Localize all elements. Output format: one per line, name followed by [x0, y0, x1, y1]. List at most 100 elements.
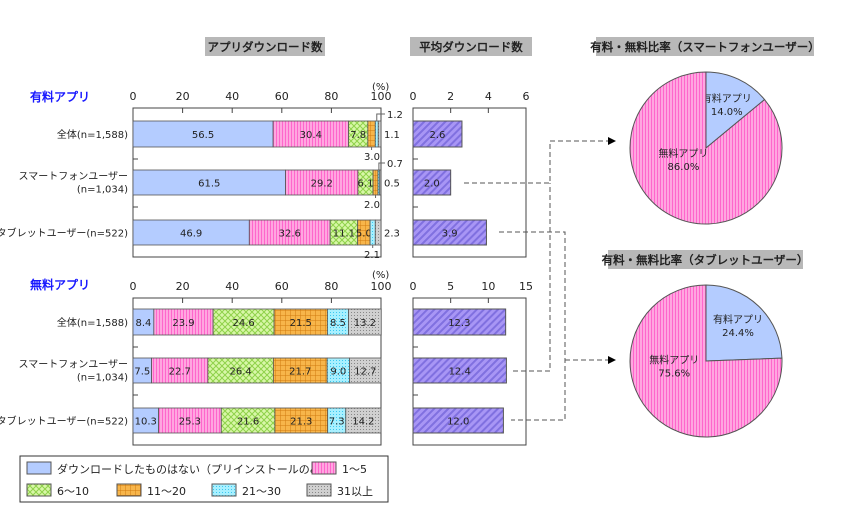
category-label: スマートフォンユーザー	[19, 359, 129, 371]
bar-segment-1	[285, 169, 359, 196]
category-label: (n=1,034)	[77, 185, 128, 196]
data-label: 46.9	[180, 229, 202, 240]
pie-smartphone-title: 有料・無料比率（スマートフォンユーザー）	[590, 40, 819, 54]
data-label: 25.3	[179, 417, 201, 428]
connector-smartphone	[464, 137, 616, 184]
x-tick-label: 0	[130, 90, 137, 103]
pie-value-label: 24.4%	[722, 328, 754, 339]
bar-segment-1	[151, 357, 209, 384]
connector-tablet	[499, 231, 566, 421]
avg-data-label: 12.0	[447, 417, 469, 428]
download-count-title: アプリダウンロード数	[208, 40, 323, 54]
data-label: 3.0	[364, 152, 380, 163]
data-label: 14.2	[352, 417, 374, 428]
data-label: 30.4	[300, 130, 322, 141]
x-tick-label: 20	[176, 280, 190, 293]
bar-segment-5	[374, 219, 382, 246]
data-label: 56.5	[192, 130, 214, 141]
average-title: 平均ダウンロード数	[419, 40, 523, 54]
pie-value-label: 86.0%	[668, 162, 700, 173]
avg-data-label: 2.0	[424, 179, 440, 190]
legend-entry: 6～10	[57, 485, 89, 498]
data-label: 1.2	[387, 110, 403, 121]
category-label: タブレットユーザー(n=522)	[0, 227, 128, 240]
bar-segment-0	[132, 407, 159, 434]
avg-bar	[412, 407, 504, 434]
x-tick-label: 60	[275, 90, 289, 103]
connector-smartphone-free	[513, 183, 551, 372]
avg-bar	[412, 120, 463, 148]
data-label: 26.4	[229, 367, 251, 378]
bar-segment-1	[248, 219, 331, 246]
data-label: 11.1	[333, 229, 355, 240]
legend-swatch	[26, 461, 52, 475]
avg-bar	[412, 219, 487, 246]
leader-line	[378, 162, 385, 170]
legend-entry: 1～5	[342, 463, 367, 476]
x-tick-label: 60	[275, 280, 289, 293]
data-label: 22.7	[169, 367, 191, 378]
x-tick-label: 4	[485, 90, 492, 103]
bar-segment-4	[374, 120, 379, 148]
bar-segment-2	[220, 407, 276, 434]
bar-segment-3	[273, 308, 328, 336]
x-tick-label: 20	[176, 90, 190, 103]
average-title-bg	[410, 37, 532, 56]
bar-segment-2	[207, 357, 274, 384]
data-label: 0.5	[384, 179, 400, 190]
data-label: 7.8	[350, 130, 366, 141]
avg-bar	[412, 169, 452, 196]
data-label: 29.2	[311, 179, 333, 190]
data-label: 0.7	[387, 159, 403, 170]
unit-label-paid: (%)	[372, 82, 389, 93]
bar-segment-4	[369, 219, 376, 246]
bar-segment-0	[132, 169, 286, 196]
data-label: 2.0	[364, 200, 380, 211]
data-label: 2.1	[364, 250, 380, 261]
data-label: 23.9	[172, 318, 194, 329]
x-tick-label: 100	[371, 280, 392, 293]
category-label: 全体(n=1,588)	[57, 128, 128, 141]
pie-smartphone-title-bg	[596, 37, 814, 56]
data-label: 21.3	[290, 417, 312, 428]
x-tick-label: 2	[447, 90, 454, 103]
x-tick-label: 5	[447, 280, 454, 293]
data-label: 1.1	[384, 130, 400, 141]
avg-bar	[412, 357, 507, 384]
pie-value-label: 14.0%	[711, 107, 743, 118]
pie-tablet-title-bg	[608, 250, 803, 269]
bar-segment-5	[379, 169, 382, 196]
x-tick-label: 10	[481, 280, 495, 293]
x-tick-label: 80	[324, 280, 338, 293]
data-label: 21.6	[237, 417, 259, 428]
data-label: 61.5	[198, 179, 220, 190]
avg-data-label: 12.4	[449, 367, 471, 378]
x-tick-label: 0	[410, 280, 417, 293]
data-label: 7.3	[329, 417, 345, 428]
legend-entry: ダウンロードしたものはない（プリインストールのみ）	[57, 462, 332, 476]
legend-swatch	[26, 483, 52, 497]
pie-label: 無料アプリ	[658, 147, 708, 160]
pie-slice	[705, 71, 766, 150]
legend-swatch	[116, 483, 142, 497]
bar-segment-5	[377, 120, 382, 148]
download-count-title-bg	[205, 37, 325, 56]
bar-segment-2	[212, 308, 275, 336]
bar-segment-2	[329, 219, 359, 246]
pie-slice	[629, 71, 783, 225]
legend-entry: 11～20	[147, 485, 186, 498]
pie-label: 有料アプリ	[702, 92, 752, 105]
legend-swatch	[306, 483, 332, 497]
data-label: 13.2	[354, 318, 376, 329]
bar-segment-5	[349, 357, 382, 384]
category-label: タブレットユーザー(n=522)	[0, 415, 128, 428]
bar-segment-3	[274, 407, 329, 434]
bar-segment-5	[345, 407, 382, 434]
x-tick-label: 100	[371, 90, 392, 103]
data-label: 10.3	[135, 417, 157, 428]
pie-label: 有料アプリ	[713, 313, 763, 326]
category-label: 全体(n=1,588)	[57, 316, 128, 329]
leader-line	[376, 113, 385, 121]
x-tick-label: 15	[519, 280, 533, 293]
bar-segment-0	[132, 120, 274, 148]
